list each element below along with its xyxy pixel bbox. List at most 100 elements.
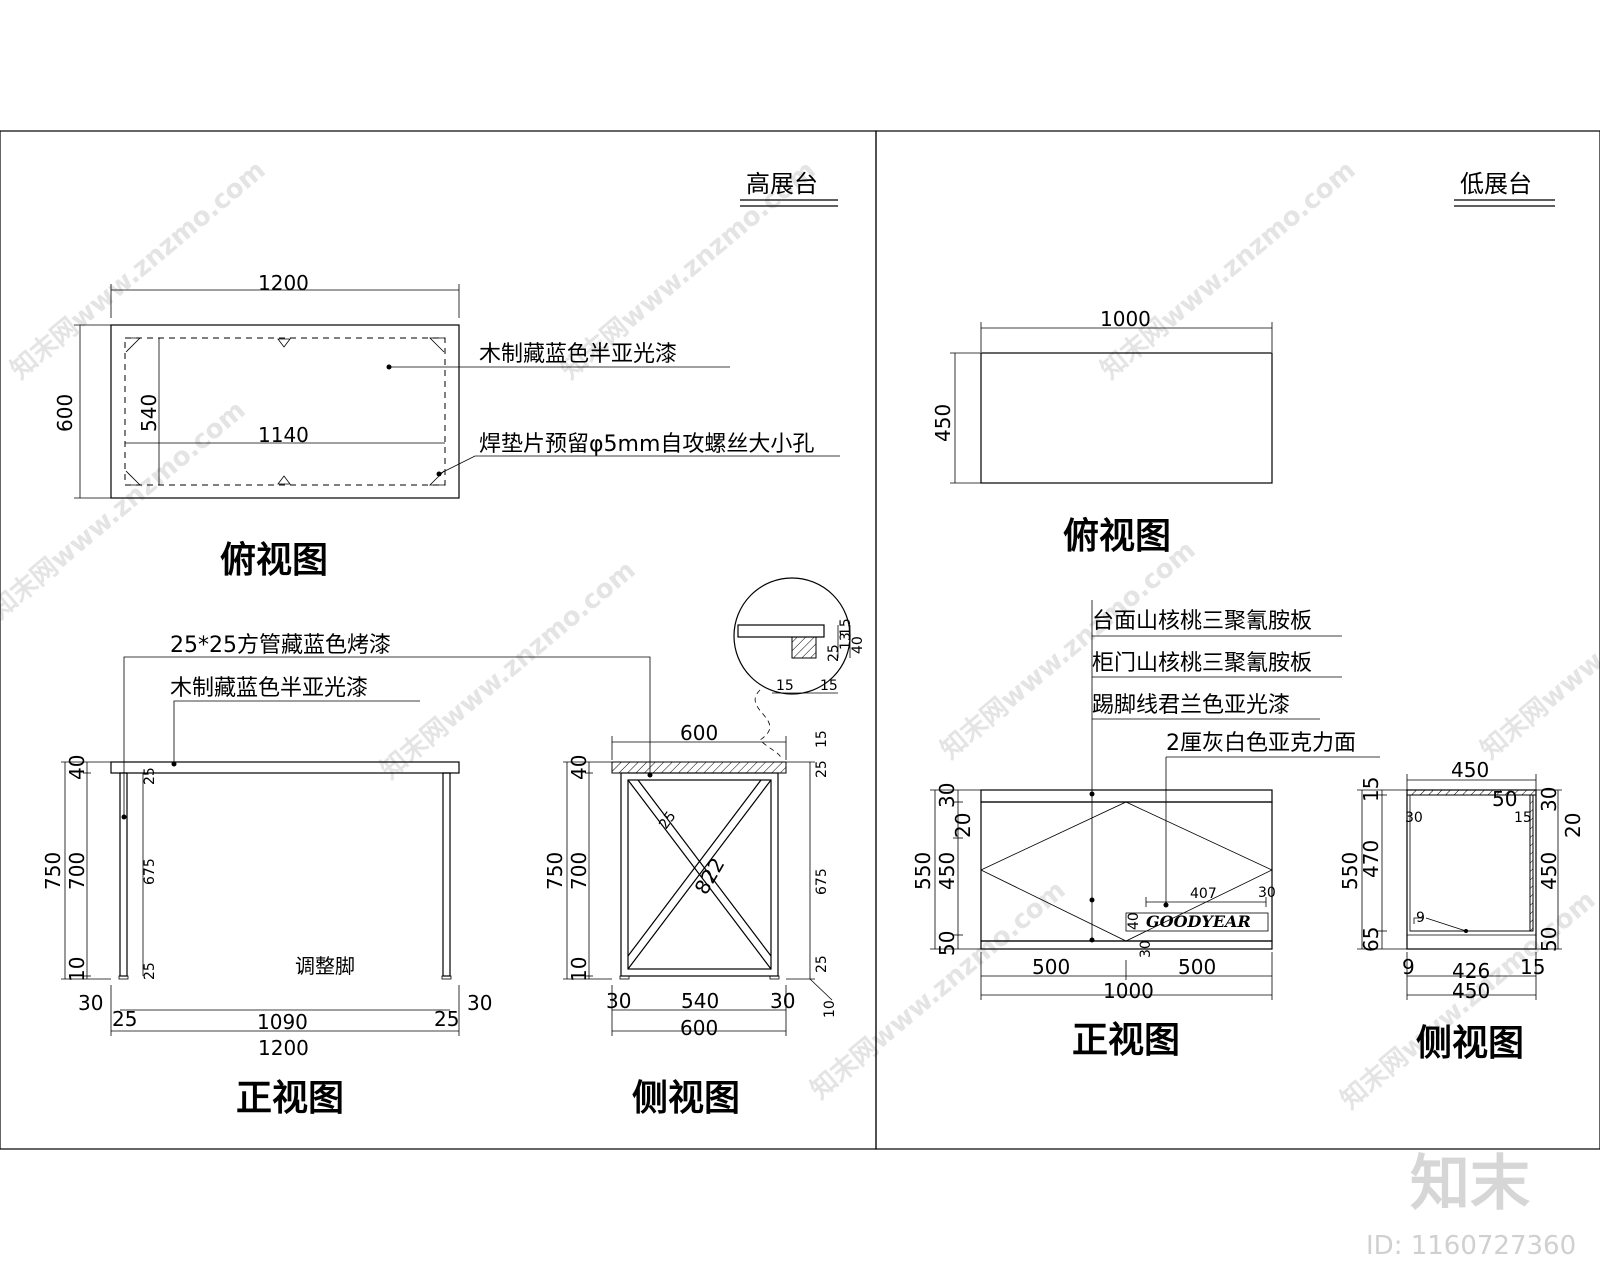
dim-depth: 600 bbox=[53, 394, 77, 432]
panel-title: 高展台 bbox=[746, 170, 818, 198]
dim-total: 1000 bbox=[1103, 979, 1154, 1003]
dim-total: 450 bbox=[1452, 979, 1490, 1003]
watermark-text: 知末网www.znzmo.com bbox=[375, 555, 641, 785]
dim-left-off: 30 bbox=[606, 989, 631, 1013]
dim-inner-top: 25 bbox=[142, 767, 158, 785]
detail-d13: 13 bbox=[838, 632, 854, 650]
logo-goodyear: GOODYEAR bbox=[1146, 912, 1251, 931]
detail-d15: 15 bbox=[838, 618, 854, 636]
detail-b15b: 15 bbox=[820, 678, 838, 694]
dim-left-tube: 25 bbox=[112, 1007, 137, 1031]
dim-b9: 9 bbox=[1402, 955, 1415, 979]
dim-total: 600 bbox=[680, 1016, 718, 1040]
dim-right-off: 30 bbox=[467, 991, 492, 1015]
side-view-low: 450 15 550 470 65 30 50 15 bbox=[1338, 758, 1585, 1064]
dim-r25: 25 bbox=[814, 760, 830, 778]
right-panel: 低展台 1000 450 俯视图 台面山核桃三聚氰胺板 柜门山核桃三聚氰胺板 踢… bbox=[911, 170, 1585, 1064]
note-acrylic: 2厘灰白色亚克力面 bbox=[1166, 731, 1356, 756]
dim-i15: 15 bbox=[1514, 810, 1532, 826]
dim-h750: 750 bbox=[41, 852, 65, 890]
side-top-board bbox=[611, 761, 787, 774]
right-sheet-frame bbox=[875, 130, 1600, 1150]
dim-logo-w: 407 bbox=[1190, 886, 1217, 902]
dim-total: 1200 bbox=[258, 1036, 309, 1060]
dim-h550: 550 bbox=[911, 852, 935, 890]
watermark-text: 知末网www.znzmo.com bbox=[1095, 155, 1361, 385]
brand-watermark: 知末 bbox=[1410, 1149, 1530, 1219]
dim-h450: 450 bbox=[935, 852, 959, 890]
dim-half-r: 500 bbox=[1178, 955, 1216, 979]
dim-logo-b: 30 bbox=[1138, 940, 1154, 958]
detail-b15a: 15 bbox=[776, 678, 794, 694]
watermark-text: 知末网www.znzmo.com bbox=[0, 395, 251, 625]
view-label: 侧视图 bbox=[632, 1078, 740, 1119]
dim-r50: 50 bbox=[1537, 927, 1561, 952]
dim-foot: 10 bbox=[65, 957, 89, 982]
front-view-high: 25*25方管藏蓝色烤漆 木制藏蓝色半亚光漆 750 40 700 10 25 bbox=[41, 633, 653, 1119]
dim-inner: 426 bbox=[1452, 959, 1490, 983]
dim-h750: 750 bbox=[543, 852, 567, 890]
dim-span: 1090 bbox=[257, 1010, 308, 1034]
front-view-low: 台面山核桃三聚氰胺板 柜门山核桃三聚氰胺板 踢脚线君兰色亚光漆 2厘灰白色亚克力… bbox=[911, 600, 1380, 1061]
dim-t20: 20 bbox=[951, 813, 975, 838]
top-view-low: 1000 450 俯视图 bbox=[931, 307, 1273, 557]
table-top-outline bbox=[110, 324, 460, 499]
dim-r450: 450 bbox=[1537, 852, 1561, 890]
dim-logo-r: 30 bbox=[1258, 885, 1276, 901]
dim-leg: 675 bbox=[142, 858, 158, 885]
dim-right-tube: 25 bbox=[434, 1007, 459, 1031]
watermark-text: 知末网www.znzmo.com bbox=[5, 155, 271, 385]
view-label: 正视图 bbox=[1072, 1020, 1180, 1061]
detail-d25: 25 bbox=[826, 644, 842, 662]
dim-foot: 10 bbox=[567, 957, 591, 982]
dim-logo-h: 40 bbox=[1126, 912, 1142, 930]
watermark-text: 知末网www.znzmo.com bbox=[805, 875, 1071, 1105]
dim-h700: 700 bbox=[567, 852, 591, 890]
dim-h700: 700 bbox=[65, 852, 89, 890]
dim-diag-len: 822 bbox=[690, 853, 730, 898]
top-view-high: 1200 600 540 1140 木制藏蓝色半亚光漆 焊垫片预留φ5mm自攻螺… bbox=[53, 271, 840, 581]
dim-inner-bottom: 25 bbox=[142, 962, 158, 980]
dim-inner-width: 1140 bbox=[258, 423, 309, 447]
note-finish: 木制藏蓝色半亚光漆 bbox=[479, 342, 677, 367]
view-label: 侧视图 bbox=[1416, 1023, 1524, 1064]
note-hole: 焊垫片预留φ5mm自攻螺丝大小孔 bbox=[479, 432, 814, 457]
note-door: 柜门山核桃三聚氰胺板 bbox=[1092, 651, 1312, 676]
dim-l15: 15 bbox=[1359, 777, 1383, 802]
dim-i50: 50 bbox=[1492, 787, 1517, 811]
dim-r30: 30 bbox=[1537, 787, 1561, 812]
dim-l65: 65 bbox=[1359, 927, 1383, 952]
panel-title: 低展台 bbox=[1460, 170, 1532, 198]
dim-depth: 450 bbox=[931, 404, 955, 442]
dim-h550: 550 bbox=[1338, 852, 1362, 890]
note-kick: 踢脚线君兰色亚光漆 bbox=[1092, 693, 1290, 718]
dim-r675: 675 bbox=[814, 868, 830, 895]
dim-left-off: 30 bbox=[78, 991, 103, 1015]
dim-width: 1200 bbox=[258, 271, 309, 295]
dim-r20: 20 bbox=[1561, 813, 1585, 838]
note-tube: 25*25方管藏蓝色烤漆 bbox=[170, 633, 391, 658]
dim-h470: 470 bbox=[1359, 840, 1383, 878]
note-top: 台面山核桃三聚氰胺板 bbox=[1092, 609, 1312, 634]
dim-r15: 15 bbox=[814, 730, 830, 748]
dim-width: 1000 bbox=[1100, 307, 1151, 331]
dim-r10: 10 bbox=[822, 1000, 838, 1018]
note-foot: 调整脚 bbox=[295, 954, 355, 978]
left-panel: 高展台 1200 600 540 1140 bbox=[41, 170, 866, 1119]
dim-b15: 15 bbox=[1520, 955, 1545, 979]
dim-i9: 9 bbox=[1416, 910, 1425, 926]
id-watermark: ID: 1160727360 bbox=[1366, 1231, 1576, 1261]
watermark-text: 知末网www.znzmo.com bbox=[1475, 535, 1600, 765]
detail-bubble: 15 13 25 40 15 15 bbox=[733, 577, 866, 761]
dim-width-top: 600 bbox=[680, 721, 718, 745]
view-label: 俯视图 bbox=[220, 540, 328, 581]
dim-span: 540 bbox=[681, 989, 719, 1013]
dim-r25b: 25 bbox=[814, 955, 830, 973]
dim-inner-depth: 540 bbox=[137, 394, 161, 432]
note-finish: 木制藏蓝色半亚光漆 bbox=[170, 676, 368, 701]
dim-diag-25: 25 bbox=[656, 809, 679, 833]
side-view-high: 600 750 40 700 10 25 822 15 bbox=[543, 577, 866, 1119]
dim-i30: 30 bbox=[1405, 810, 1423, 826]
dim-t30: 30 bbox=[935, 783, 959, 808]
